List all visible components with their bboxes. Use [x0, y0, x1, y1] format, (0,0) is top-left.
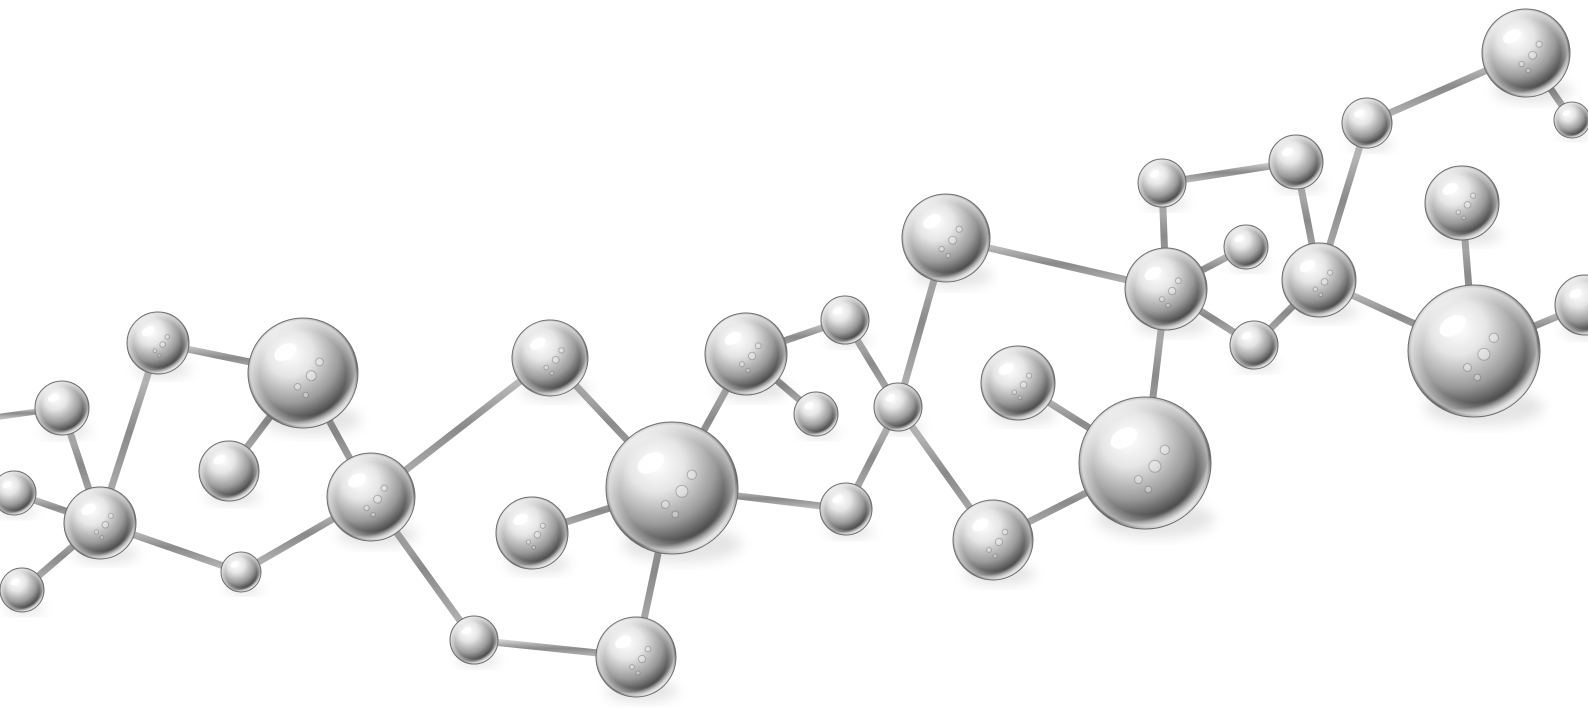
- atom-sphere-27: [1229, 320, 1279, 370]
- atom-sphere-24: [1137, 158, 1187, 208]
- atom-sphere-30: [1481, 8, 1571, 98]
- atom-sphere-18: [819, 482, 873, 536]
- atom-sphere-11: [449, 615, 499, 665]
- atom-sphere-16: [820, 295, 870, 345]
- atom-sphere-23: [1124, 247, 1208, 331]
- atom-sphere-8: [326, 452, 416, 542]
- atom-sphere-4: [126, 311, 190, 375]
- atom-sphere-7: [220, 551, 262, 593]
- atom-sphere-31: [1424, 165, 1500, 241]
- atom-sphere-25: [1268, 134, 1324, 190]
- atom-sphere-1: [0, 470, 37, 516]
- atom-sphere-13: [595, 616, 677, 698]
- atom-sphere-3: [63, 486, 137, 560]
- atom-sphere-12: [605, 421, 739, 555]
- atom-sphere-28: [1281, 242, 1357, 318]
- atom-sphere-10: [495, 496, 569, 570]
- atom-sphere-6: [198, 440, 260, 502]
- atom-sphere-33: [1554, 274, 1588, 336]
- atom-sphere-26: [1223, 224, 1269, 270]
- atom-sphere-14: [704, 312, 788, 396]
- atom-sphere-22: [1078, 396, 1212, 530]
- atom-sphere-15: [793, 391, 839, 437]
- atom-sphere-2: [0, 567, 45, 613]
- atom-sphere-17: [873, 382, 923, 432]
- atom-sphere-20: [980, 345, 1056, 421]
- atom-sphere-21: [952, 499, 1034, 581]
- atom-sphere-34: [1553, 101, 1588, 139]
- atom-sphere-5: [247, 317, 359, 429]
- atom-sphere-32: [1407, 284, 1541, 418]
- atom-sphere-0: [34, 380, 90, 436]
- atom-sphere-9: [511, 319, 589, 397]
- atom-sphere-19: [901, 193, 991, 283]
- atom-sphere-29: [1341, 97, 1393, 149]
- atom-layer: [0, 8, 1588, 698]
